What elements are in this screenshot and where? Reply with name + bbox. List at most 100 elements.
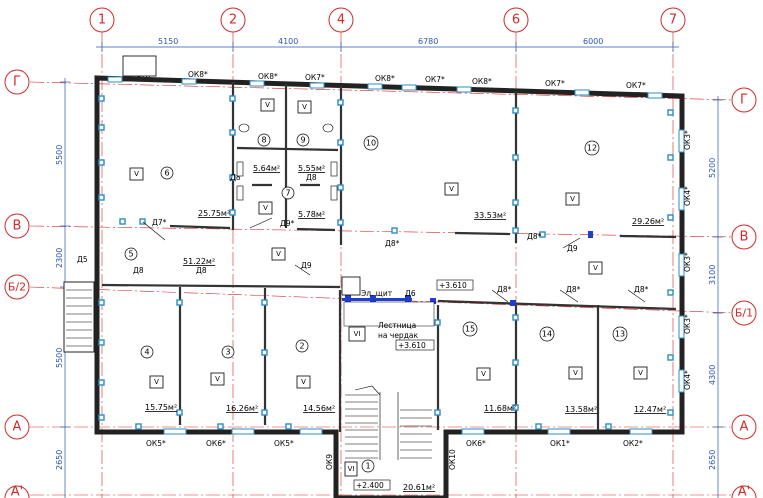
room-6-area: 25.75м²	[198, 209, 230, 218]
room-4-number: 4	[140, 345, 154, 359]
svg-text:А: А	[13, 420, 22, 435]
room-5-number: 5	[124, 247, 138, 261]
stair-vi-mark: VI	[348, 465, 355, 473]
room-14-number: 14	[539, 326, 555, 342]
axis-marker-right-g: Г	[731, 87, 757, 113]
room-9-area: 5.55м²	[298, 164, 325, 173]
svg-text:V: V	[134, 170, 139, 178]
axis-line-v	[29, 225, 736, 238]
axis-marker-right-v: В	[731, 224, 757, 250]
svg-text:Б/2: Б/2	[8, 281, 26, 294]
dim-left-2: 2300	[55, 248, 64, 268]
window-label: ОК7*	[545, 79, 565, 88]
room-7-number: 7	[281, 186, 295, 200]
window-label: ОК7*	[305, 73, 325, 82]
window-label: ОК5*	[146, 439, 166, 448]
axis-marker-6: 6	[503, 7, 529, 33]
svg-text:7: 7	[669, 13, 677, 28]
window-label: ОК7*	[626, 81, 646, 90]
right-window-labels: ОК3* ОК4* ОК3* ОК3* ОК4*	[678, 129, 692, 393]
room-8-number: 8	[257, 133, 271, 147]
v-mark: V	[565, 192, 580, 206]
door-label: Д8	[196, 266, 207, 275]
v-mark: V	[271, 247, 286, 261]
svg-text:Г: Г	[13, 75, 21, 90]
room-12-area: 29.26м²	[632, 217, 664, 226]
room-12-number: 12	[584, 140, 600, 156]
svg-text:10: 10	[366, 139, 376, 148]
v-mark: V	[296, 375, 311, 389]
room-7-area: 5.78м²	[298, 210, 325, 219]
room-3-number: 3	[221, 345, 235, 359]
room-3-area: 16.26м²	[226, 404, 258, 413]
electrical-panel	[341, 276, 361, 296]
door-label: Д9	[301, 261, 312, 270]
room-15-number: 15	[462, 321, 478, 337]
svg-text:V: V	[302, 103, 307, 111]
hall-vi-mark: VI	[354, 330, 361, 338]
axis-marker-left-a-prime: А'	[4, 485, 30, 498]
svg-text:14: 14	[542, 330, 552, 339]
room-6-number: 6	[160, 166, 174, 180]
window-label: ОК3*	[683, 130, 692, 150]
top-windows	[107, 76, 663, 99]
axis-marker-2: 2	[220, 7, 246, 33]
room-1-area: 20.61м²	[403, 483, 435, 492]
door-label: Д8	[306, 173, 317, 182]
svg-text:V: V	[276, 250, 281, 258]
blue-markers	[342, 231, 593, 306]
level-mark-3: +2.400	[356, 481, 384, 490]
svg-text:2: 2	[229, 13, 237, 28]
v-mark: V	[149, 375, 164, 389]
door-label: Д9*	[280, 219, 295, 228]
door-label: Д5	[77, 255, 88, 264]
axis-marker-right-a-prime: А'	[731, 485, 757, 498]
dim-top-3: 6780	[418, 37, 438, 46]
svg-text:4: 4	[337, 13, 345, 28]
axis-marker-right-a: А	[731, 414, 757, 440]
axis-marker-left-a: А	[4, 414, 30, 440]
door-label: Д8*	[566, 285, 581, 294]
level-mark-2: +3.610	[439, 281, 467, 290]
dim-right-1: 5200	[708, 158, 717, 178]
room-numbers: 1 2 3 4 5 6 7 8 9 10 12 13 14 15	[124, 133, 628, 473]
stair-note-line2: на чердак	[378, 331, 418, 340]
svg-text:V: V	[215, 375, 220, 383]
svg-text:V: V	[638, 369, 643, 377]
outer-wall	[94, 75, 685, 498]
room-8-area: 5.64м²	[253, 164, 280, 173]
room-13-area: 12.47м²	[634, 405, 666, 414]
partition-walls	[101, 82, 677, 432]
svg-text:6: 6	[164, 169, 169, 178]
door-label: Д8*	[385, 239, 400, 248]
svg-text:12: 12	[587, 144, 597, 153]
svg-text:4: 4	[144, 348, 149, 357]
window-label: ОК8*	[375, 74, 395, 83]
electric-panel-label: Эл. щит	[361, 289, 393, 298]
room-areas: 20.61м² 14.56м² 16.26м² 15.75м² 51.22м² …	[145, 164, 666, 492]
toilet-fixtures	[236, 123, 338, 201]
room-13-number: 13	[612, 326, 628, 342]
dim-left-4: 2650	[55, 450, 64, 470]
door-label: Д8*	[527, 232, 542, 241]
v-mark: V	[129, 167, 144, 181]
svg-text:В: В	[13, 219, 22, 234]
dim-right-3: 4300	[708, 365, 717, 385]
v-mark: V	[210, 372, 225, 386]
room-9-number: 9	[296, 133, 310, 147]
window-label: ОК8*	[472, 77, 492, 86]
svg-text:V: V	[481, 370, 486, 378]
right-axis-markers: Г В Б/1 А А'	[731, 87, 757, 498]
room-2-area: 14.56м²	[303, 404, 335, 413]
svg-text:1: 1	[98, 13, 106, 28]
svg-text:15: 15	[465, 325, 475, 334]
window-label: ОК7*	[425, 75, 445, 84]
window-label: ОК5*	[274, 439, 294, 448]
bottom-windows	[163, 428, 653, 435]
v-mark: V	[297, 100, 312, 114]
stair-note-line1: Лестница	[378, 321, 416, 330]
dim-top-4: 6000	[583, 37, 603, 46]
v-mark: V	[568, 366, 583, 380]
door-label: Д8*	[634, 285, 649, 294]
